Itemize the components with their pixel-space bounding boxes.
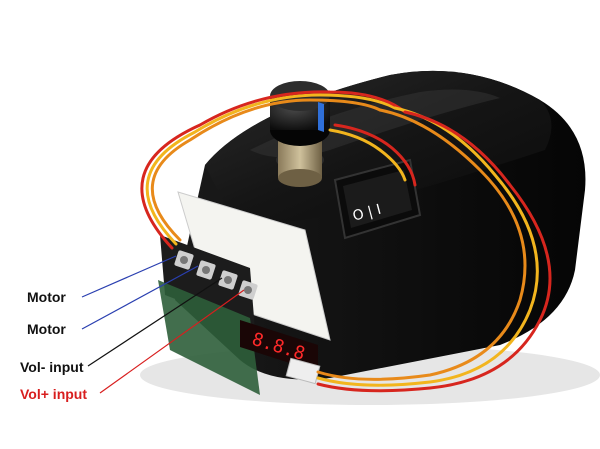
callout-arrows (81, 255, 245, 394)
arrow-vol-minus (87, 277, 223, 367)
arrow-motor-1 (81, 255, 177, 298)
callout-vol-plus: Vol+ input (20, 386, 88, 402)
arrow-motor-2 (81, 265, 199, 330)
screw-terminals (174, 250, 258, 300)
wires (140, 90, 552, 393)
knob-indicator (318, 102, 324, 132)
rocker-switch: O | I (333, 158, 422, 240)
callout-vol-minus: Vol- input (20, 359, 84, 375)
callout-motor-1: Motor (27, 289, 66, 305)
jst-connector (285, 357, 321, 385)
arrow-vol-plus (99, 289, 245, 394)
pcb-edge (158, 280, 260, 395)
callout-motor-2: Motor (27, 321, 66, 337)
svg-text:O | I: O | I (351, 202, 383, 225)
